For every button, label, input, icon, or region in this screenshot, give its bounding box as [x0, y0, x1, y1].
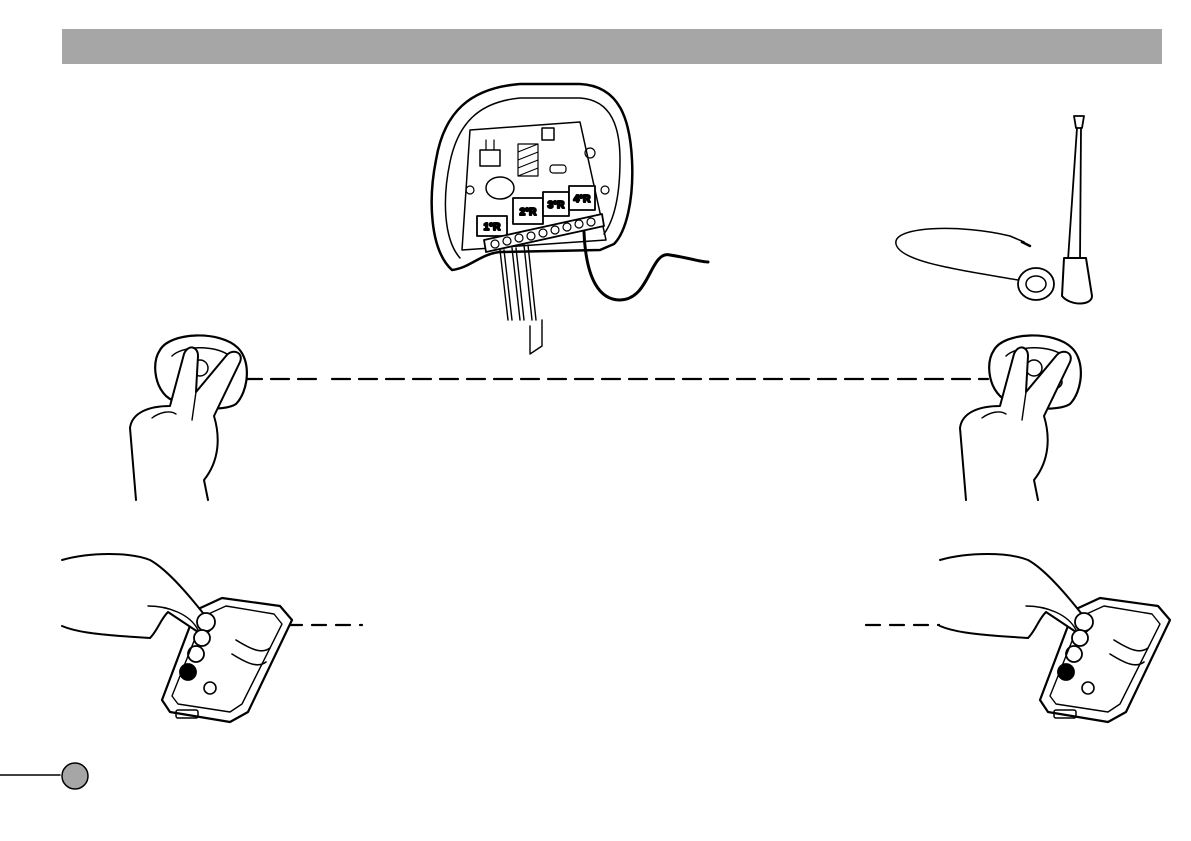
- round-remote-left: [130, 335, 247, 500]
- relay-label-2: 2°R: [520, 207, 538, 218]
- antenna-icon: [896, 116, 1092, 304]
- rect-remote-left: [62, 554, 292, 722]
- receiver-board-icon: 1°R 2°R 3°R 4°R: [432, 84, 708, 354]
- relay-label-3: 3°R: [548, 200, 566, 211]
- round-remote-right: [960, 335, 1081, 500]
- hand-icon: [960, 347, 1071, 500]
- hand-icon: [130, 347, 241, 500]
- relay-label-1: 1°R: [484, 222, 502, 233]
- rect-remote-right: [940, 554, 1170, 722]
- page-number-circle: [62, 763, 88, 789]
- relay-label-4: 4°R: [574, 194, 592, 205]
